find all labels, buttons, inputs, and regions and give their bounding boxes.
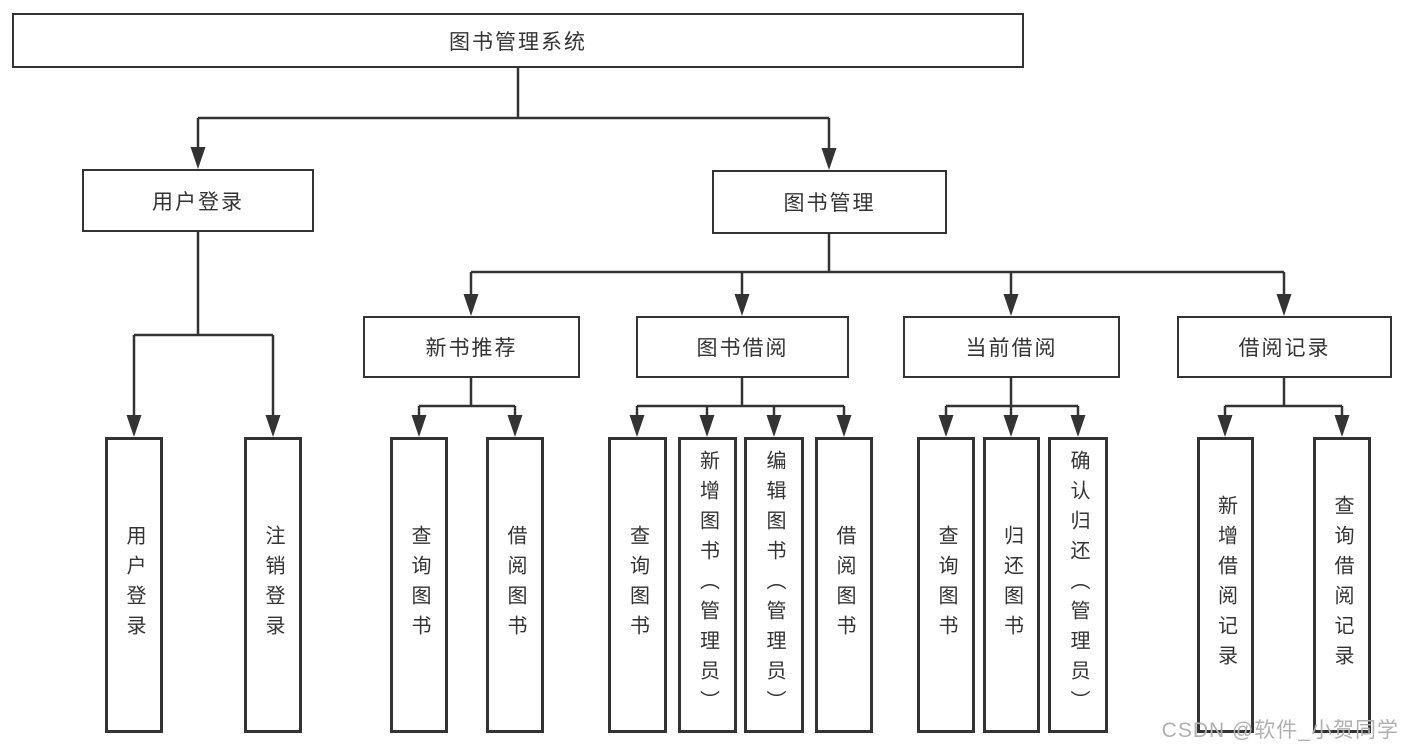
arrowhead bbox=[938, 415, 954, 437]
node-label: 当前借阅 bbox=[965, 337, 1058, 360]
node-label: 查询借阅记录 bbox=[1331, 495, 1353, 675]
arrowhead bbox=[190, 147, 206, 169]
arrowhead bbox=[1003, 294, 1019, 316]
node-query-books-recommend: 查询图书 bbox=[390, 437, 448, 733]
node-return-books: 归还图书 bbox=[983, 437, 1040, 733]
node-book-borrowing: 图书借阅 bbox=[636, 316, 849, 378]
node-label: 图书管理 bbox=[783, 192, 876, 215]
arrowhead bbox=[1070, 415, 1086, 437]
node-query-books-current: 查询图书 bbox=[917, 437, 975, 733]
node-add-borrow-record: 新增借阅记录 bbox=[1197, 437, 1254, 733]
node-user-login: 用户登录 bbox=[82, 169, 314, 232]
node-book-management: 图书管理 bbox=[712, 170, 947, 234]
node-label: 用户登录 bbox=[152, 190, 244, 214]
node-confirm-return-admin: 确认归还（管理员） bbox=[1048, 437, 1108, 733]
arrowhead bbox=[1276, 294, 1292, 316]
watermark: CSDN @软件_小贺同学 bbox=[1161, 719, 1399, 742]
arrowhead bbox=[411, 415, 427, 437]
node-label: 借阅记录 bbox=[1238, 337, 1331, 360]
node-edit-books-admin: 编辑图书（管理员） bbox=[744, 437, 804, 733]
arrowhead bbox=[1217, 415, 1233, 437]
arrowhead bbox=[821, 148, 837, 170]
connector-current-borrow-children bbox=[944, 377, 1080, 419]
node-label: 新增图书（管理员） bbox=[696, 450, 719, 720]
node-label: 编辑图书（管理员） bbox=[763, 450, 785, 720]
arrowhead bbox=[1334, 415, 1350, 437]
node-borrow-books-leaf: 借阅图书 bbox=[815, 437, 873, 733]
connector-book-mgmt-children bbox=[469, 234, 1286, 298]
connector-book-borrow-children bbox=[635, 377, 846, 419]
arrowhead bbox=[629, 415, 645, 437]
node-label: 归还图书 bbox=[1000, 525, 1023, 645]
node-query-books-borrow: 查询图书 bbox=[608, 437, 667, 733]
arrowhead bbox=[126, 415, 142, 437]
arrowhead bbox=[766, 415, 782, 437]
node-new-book-recommendation: 新书推荐 bbox=[363, 316, 580, 378]
connector-user-login-children bbox=[132, 232, 275, 419]
node-label: 查询图书 bbox=[626, 525, 649, 645]
node-label: 图书管理系统 bbox=[449, 30, 587, 54]
node-label: 新书推荐 bbox=[425, 337, 518, 360]
node-label: 图书借阅 bbox=[696, 337, 789, 360]
node-label: 借阅图书 bbox=[504, 525, 526, 645]
arrowhead bbox=[463, 294, 479, 316]
connector-root-to-level2 bbox=[196, 68, 831, 152]
node-label: 确认归还（管理员） bbox=[1067, 450, 1089, 720]
node-label: 新增借阅记录 bbox=[1214, 495, 1237, 675]
connector-new-book-children bbox=[417, 377, 517, 419]
connector-borrow-record-children bbox=[1223, 377, 1344, 419]
node-query-borrow-record: 查询借阅记录 bbox=[1313, 437, 1371, 733]
node-user-login-leaf: 用户登录 bbox=[105, 437, 163, 733]
arrowhead bbox=[699, 415, 715, 437]
node-borrow-books-recommend: 借阅图书 bbox=[486, 437, 544, 733]
node-label: 用户登录 bbox=[123, 525, 145, 645]
arrowhead bbox=[507, 415, 523, 437]
arrowhead bbox=[265, 415, 281, 437]
node-add-books-admin: 新增图书（管理员） bbox=[678, 437, 737, 733]
node-label: 查询图书 bbox=[408, 525, 430, 645]
node-logout-leaf: 注销登录 bbox=[244, 437, 302, 733]
node-borrowing-records: 借阅记录 bbox=[1177, 316, 1392, 378]
node-label: 查询图书 bbox=[935, 525, 957, 645]
node-current-borrowing: 当前借阅 bbox=[903, 316, 1120, 378]
node-library-system: 图书管理系统 bbox=[12, 13, 1024, 68]
arrowhead bbox=[1003, 415, 1019, 437]
node-label: 注销登录 bbox=[262, 525, 284, 645]
node-label: 借阅图书 bbox=[833, 525, 855, 645]
arrowheads bbox=[126, 147, 1350, 437]
arrowhead bbox=[734, 294, 750, 316]
arrowhead bbox=[836, 415, 852, 437]
